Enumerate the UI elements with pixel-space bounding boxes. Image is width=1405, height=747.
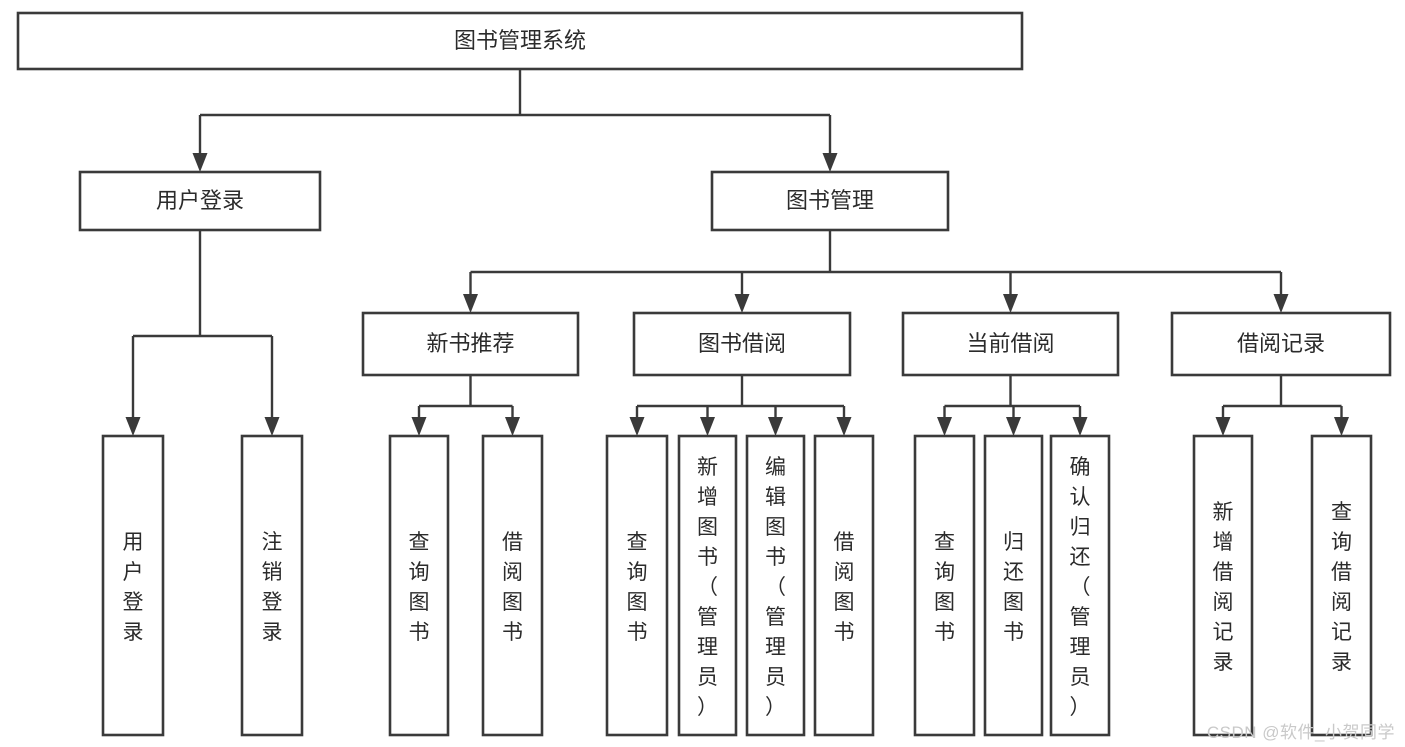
- node-leaf-9[interactable]: 归还图书: [983, 434, 1044, 737]
- node-leaf-3[interactable]: 借阅图书: [481, 434, 544, 737]
- node-box[interactable]: [1170, 311, 1392, 377]
- node-label: 当前借阅: [966, 331, 1054, 356]
- arrow-head-icon: [700, 417, 715, 436]
- node-label: 图书借阅: [698, 331, 786, 356]
- node-label: 查询图书: [409, 531, 430, 644]
- node-label: 新书推荐: [426, 331, 514, 356]
- node-root-0[interactable]: 图书管理系统: [16, 11, 1024, 71]
- arrow-head-icon: [1003, 294, 1018, 313]
- node-label: 注销登录: [262, 531, 283, 644]
- arrow-head-icon: [768, 417, 783, 436]
- arrow-head-icon: [937, 417, 952, 436]
- arrow-head-icon: [1006, 417, 1021, 436]
- node-label: 查询借阅记录: [1331, 501, 1352, 674]
- node-leaf-7[interactable]: 借阅图书: [813, 434, 875, 737]
- node-label: 用户登录: [123, 531, 144, 644]
- node-label: 确认归还（管理员）: [1070, 456, 1091, 719]
- arrow-head-icon: [1273, 294, 1289, 313]
- arrow-head-icon: [411, 417, 427, 436]
- node-label: 借阅图书: [834, 531, 855, 644]
- node-box[interactable]: [813, 434, 875, 737]
- arrow-head-icon: [1215, 417, 1231, 436]
- arrow-head-icon: [125, 417, 141, 436]
- node-leaf-8[interactable]: 查询图书: [913, 434, 976, 737]
- node-label: 图书管理: [786, 188, 874, 213]
- node-leaf-12[interactable]: 查询借阅记录: [1310, 434, 1373, 737]
- node-box[interactable]: [605, 434, 669, 737]
- arrow-head-icon: [1072, 417, 1088, 436]
- arrow-head-icon: [836, 417, 852, 436]
- node-box[interactable]: [240, 434, 304, 737]
- node-box[interactable]: [913, 434, 976, 737]
- arrow-head-icon: [264, 417, 280, 436]
- arrow-head-icon: [192, 153, 208, 172]
- node-box[interactable]: [388, 434, 450, 737]
- node-leaf-2[interactable]: 查询图书: [388, 434, 450, 737]
- node-leaf-5[interactable]: 新增图书（管理员）: [677, 434, 738, 737]
- node-box[interactable]: [1192, 434, 1254, 737]
- arrow-head-icon: [1334, 417, 1349, 436]
- arrow-head-icon: [505, 417, 520, 436]
- node-box[interactable]: [710, 170, 950, 232]
- node-box[interactable]: [78, 170, 322, 232]
- node-leaf-6[interactable]: 编辑图书（管理员）: [745, 434, 806, 737]
- node-box[interactable]: [361, 311, 580, 377]
- node-box[interactable]: [677, 434, 738, 737]
- node-leaf-11[interactable]: 新增借阅记录: [1192, 434, 1254, 737]
- arrow-head-icon: [734, 294, 750, 313]
- node-box[interactable]: [1310, 434, 1373, 737]
- node-label: 新增借阅记录: [1213, 501, 1234, 674]
- node-box[interactable]: [101, 434, 165, 737]
- node-box[interactable]: [16, 11, 1024, 71]
- node-label: 借阅记录: [1237, 331, 1325, 356]
- node-level2-1[interactable]: 图书管理: [710, 170, 950, 232]
- node-level3-0[interactable]: 新书推荐: [361, 311, 580, 377]
- arrow-head-icon: [463, 294, 478, 313]
- node-label: 查询图书: [934, 531, 955, 644]
- node-label: 借阅图书: [502, 531, 523, 644]
- node-label: 查询图书: [627, 531, 648, 644]
- node-box[interactable]: [632, 311, 852, 377]
- arrow-head-icon: [822, 153, 838, 172]
- node-leaf-0[interactable]: 用户登录: [101, 434, 165, 737]
- node-label: 图书管理系统: [454, 28, 586, 53]
- node-label: 用户登录: [156, 188, 244, 213]
- node-box[interactable]: [1049, 434, 1111, 737]
- arrow-head-icon: [629, 417, 645, 436]
- node-box[interactable]: [745, 434, 806, 737]
- node-leaf-1[interactable]: 注销登录: [240, 434, 304, 737]
- nodes-layer: 图书管理系统用户登录图书管理新书推荐图书借阅当前借阅借阅记录用户登录注销登录查询…: [16, 11, 1392, 737]
- connectors-layer: [125, 69, 1349, 436]
- node-box[interactable]: [901, 311, 1120, 377]
- node-label: 编辑图书（管理员）: [765, 456, 786, 719]
- node-level3-2[interactable]: 当前借阅: [901, 311, 1120, 377]
- node-box[interactable]: [481, 434, 544, 737]
- node-leaf-10[interactable]: 确认归还（管理员）: [1049, 434, 1111, 737]
- node-level3-3[interactable]: 借阅记录: [1170, 311, 1392, 377]
- node-leaf-4[interactable]: 查询图书: [605, 434, 669, 737]
- node-level3-1[interactable]: 图书借阅: [632, 311, 852, 377]
- node-box[interactable]: [983, 434, 1044, 737]
- node-label: 归还图书: [1003, 531, 1024, 644]
- node-level2-0[interactable]: 用户登录: [78, 170, 322, 232]
- node-label: 新增图书（管理员）: [697, 456, 718, 719]
